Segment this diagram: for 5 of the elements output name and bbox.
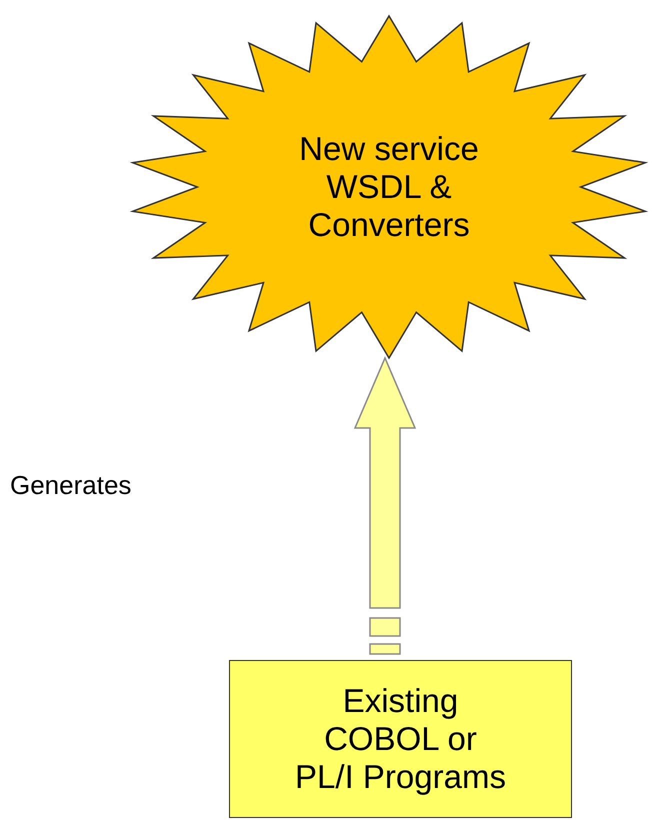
block-arrow xyxy=(354,356,416,655)
note-text: Generates xyxy=(10,470,132,500)
node-text: Existing COBOL or PL/I Programs xyxy=(294,682,507,796)
node-text: New service WSDL & Converters xyxy=(298,130,480,244)
process-box xyxy=(229,660,572,818)
